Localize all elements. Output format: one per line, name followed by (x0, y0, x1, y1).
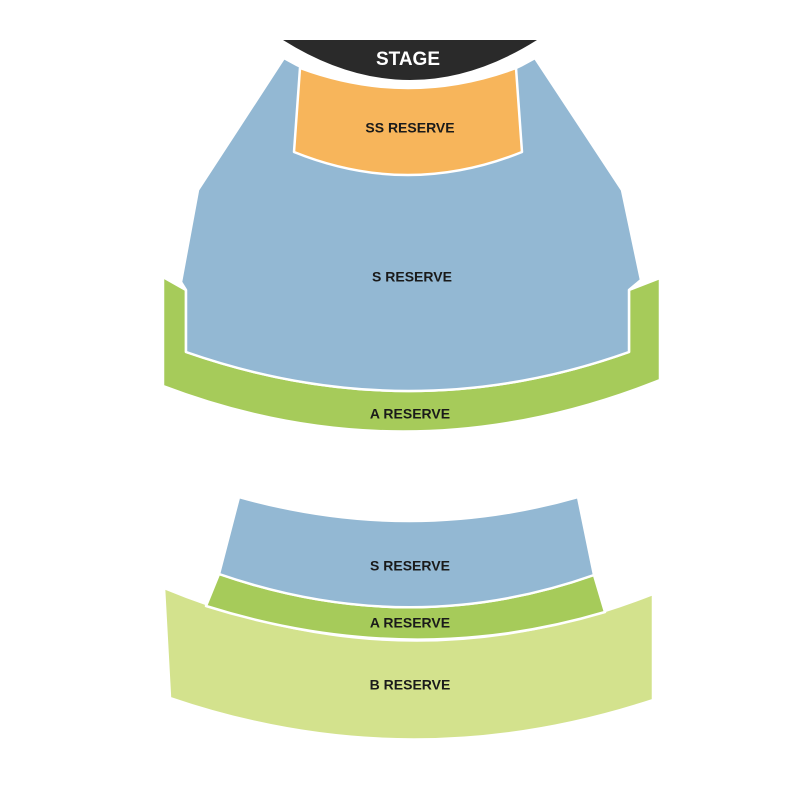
stage-area (283, 40, 537, 80)
balcony-s-reserve-label: S RESERVE (370, 558, 450, 574)
balcony-b-reserve-label: B RESERVE (370, 677, 451, 693)
floor-s-reserve-label: S RESERVE (372, 269, 452, 285)
floor-ss-reserve-label: SS RESERVE (365, 120, 454, 136)
stage-label: STAGE (376, 49, 440, 70)
balcony-s-reserve-section[interactable] (217, 495, 596, 609)
floor-ss-reserve-section[interactable] (292, 66, 524, 177)
balcony-a-reserve-label: A RESERVE (370, 615, 450, 631)
floor-a-reserve-label: A RESERVE (370, 406, 450, 422)
